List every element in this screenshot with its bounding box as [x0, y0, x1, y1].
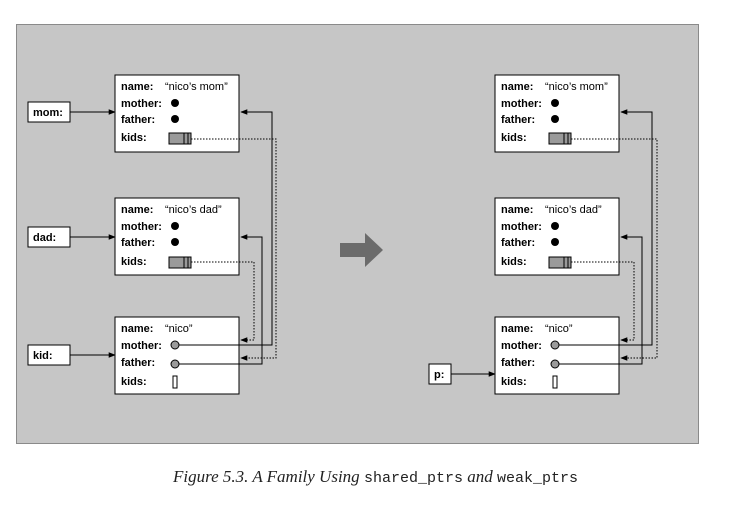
dad-kids-weak-ptr-link	[571, 261, 635, 343]
name-label: name:	[501, 81, 533, 93]
person-object-kid: name: “nico” mother: father: kids:	[494, 316, 620, 395]
name-value: “nico”	[545, 323, 573, 335]
name-label: name:	[121, 204, 153, 216]
person-object-mom: name: “nico’s mom” mother: father: kids:	[494, 74, 620, 153]
mother-label: mother:	[121, 98, 162, 110]
null-pointer-dot	[171, 222, 179, 230]
mother-label: mother:	[121, 221, 162, 233]
father-label: father:	[501, 237, 535, 249]
kids-label: kids:	[121, 376, 147, 388]
null-pointer-dot	[551, 238, 559, 246]
caption-code-weak-ptrs: weak_ptrs	[496, 470, 578, 487]
name-value: “nico’s mom”	[545, 81, 608, 93]
variable-dad: dad:	[27, 226, 71, 248]
father-shared-ptr-link	[559, 234, 643, 365]
variable-kid: kid:	[27, 344, 71, 366]
variable-label: p:	[434, 369, 444, 381]
kids-label: kids:	[501, 256, 527, 268]
right-state: p: name: “nico’s mom” mother: father: ki…	[428, 74, 658, 395]
figure-caption: Figure 5.3. A Family Using shared_ptrs a…	[0, 467, 751, 487]
mother-label: mother:	[121, 340, 162, 352]
father-label: father:	[121, 237, 155, 249]
father-label: father:	[501, 357, 535, 369]
dad-kids-weak-ptr-link	[191, 261, 255, 343]
name-value: “nico’s mom”	[165, 81, 228, 93]
null-pointer-dot	[551, 222, 559, 230]
shared-pointer-dot	[170, 340, 180, 350]
kids-vector-empty	[552, 375, 558, 389]
name-label: name:	[121, 323, 153, 335]
variable-p: p:	[428, 363, 452, 385]
shared-pointer-dot	[550, 340, 560, 350]
name-value: “nico’s dad”	[165, 204, 222, 216]
mother-label: mother:	[501, 221, 542, 233]
person-object-dad: name: “nico’s dad” mother: father: kids:	[114, 197, 240, 276]
null-pointer-dot	[551, 115, 559, 123]
name-label: name:	[501, 323, 533, 335]
caption-prefix: Figure 5.3. A Family Using	[173, 467, 364, 486]
mother-shared-ptr-link	[559, 109, 653, 346]
father-label: father:	[121, 357, 155, 369]
null-pointer-dot	[171, 99, 179, 107]
kids-label: kids:	[501, 132, 527, 144]
variable-mom: mom:	[27, 101, 71, 123]
mother-label: mother:	[501, 98, 542, 110]
name-value: “nico’s dad”	[545, 204, 602, 216]
kids-label: kids:	[121, 132, 147, 144]
mother-label: mother:	[501, 340, 542, 352]
mother-shared-ptr-link	[179, 109, 273, 346]
caption-code-shared-ptrs: shared_ptrs	[363, 470, 463, 487]
null-pointer-dot	[171, 115, 179, 123]
mom-kids-weak-ptr-link	[571, 138, 658, 361]
person-object-dad: name: “nico’s dad” mother: father: kids:	[494, 197, 620, 276]
variable-label: dad:	[33, 232, 56, 244]
mom-kids-weak-ptr-link	[191, 138, 277, 361]
name-value: “nico”	[165, 323, 193, 335]
kids-label: kids:	[121, 256, 147, 268]
variable-label: kid:	[33, 350, 53, 362]
kids-vector-empty	[172, 375, 178, 389]
shared-pointer-dot	[550, 359, 560, 369]
null-pointer-dot	[171, 238, 179, 246]
name-label: name:	[501, 204, 533, 216]
variable-label: mom:	[33, 107, 63, 119]
name-label: name:	[121, 81, 153, 93]
kids-label: kids:	[501, 376, 527, 388]
father-shared-ptr-link	[179, 234, 263, 365]
person-object-mom: name: “nico’s mom” mother: father: kids:	[114, 74, 240, 153]
transition-arrow	[340, 233, 383, 267]
person-object-kid: name: “nico” mother: father: kids:	[114, 316, 240, 395]
shared-pointer-dot	[170, 359, 180, 369]
null-pointer-dot	[551, 99, 559, 107]
caption-middle: and	[462, 467, 497, 486]
father-label: father:	[121, 114, 155, 126]
father-label: father:	[501, 114, 535, 126]
left-state: mom: dad: kid: name: “nico’s mom” mother…	[27, 74, 277, 395]
